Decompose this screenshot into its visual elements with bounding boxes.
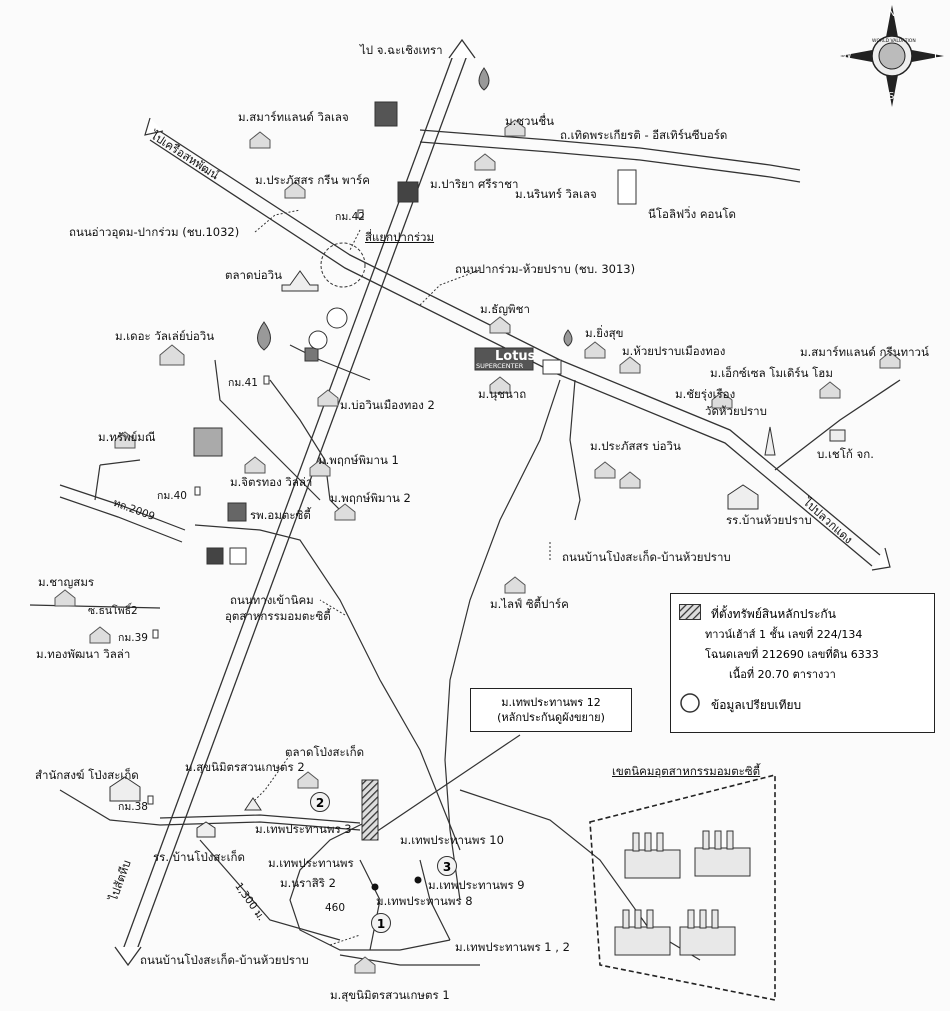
compass-n: N <box>888 8 896 19</box>
label-wat-huai-prap: วัดห้วยปราบ <box>705 404 767 418</box>
label-km41: กม.41 <box>228 377 258 389</box>
label-chuan-chun: ม.ชวนชื่น <box>505 114 555 128</box>
label-prakassorn-green-park: ม.ประภัสสร กรีน พาร์ค <box>255 173 370 187</box>
label-pak-ruam-huai-road: ถนนปากร่วม-ห้วยปราบ (ชบ. 3013) <box>455 262 636 276</box>
label-smart-land-village: ม.สมาร์ทแลนด์ วิลเลจ <box>238 110 349 124</box>
label-industrial-road-2: อุตสาหกรรมอมตะซิตี้ <box>225 609 331 623</box>
label-thep-10: ม.เทพประทานพร 10 <box>400 833 504 847</box>
label-thep-generic: ม.เทพประทานพร <box>268 856 354 870</box>
subject-swatch-icon <box>679 604 701 620</box>
label-thep-9: ม.เทพประทานพร 9 <box>428 878 525 892</box>
label-km42: กม.42 <box>335 211 365 223</box>
legend-line-1: ทาวน์เฮ้าส์ 1 ชั้น เลขที่ 224/134 <box>705 628 863 641</box>
label-pong-huai-road-bottom: ถนนบ้านโป่งสะเก็ด-บ้านห้วยปราบ <box>140 953 309 967</box>
label-soi-thanphoti: ซ.ธนโพธิ์2 <box>88 605 138 617</box>
comparable-marker: 1 <box>371 913 391 933</box>
label-the-valley: ม.เดอะ วัลเล่ย์บ่อวิน <box>115 329 215 343</box>
label-pong-school: รร. บ้านโป่งสะเก็ด <box>153 850 245 864</box>
subject-callout: ม.เทพประทานพร 12 (หลักประกันดูผังขยาย) <box>470 688 632 732</box>
legend-line-2: โฉนดเลขที่ 212690 เลขที่ดิน 6333 <box>705 648 879 661</box>
label-chaiko: บ.เชโก้ จก. <box>817 447 874 461</box>
label-yingsuk: ม.ยิ่งสุข <box>585 326 624 340</box>
callout-line-2: (หลักประกันดูผังขยาย) <box>497 711 605 724</box>
legend-compare: ข้อมูลเปรียบเทียบ <box>711 698 802 712</box>
label-neo-living: นีโอลิฟวิ่ง คอนโด <box>648 207 736 221</box>
compass-rose: N S W E WORLD VALUATION <box>838 3 946 109</box>
label-bo-win-mueang-thong-2: ม.บ่อวินเมืองทอง 2 <box>340 398 435 412</box>
label-subsin: ม.ทรัพย์มณี <box>98 430 156 444</box>
legend-line-3: เนื้อที่ 20.70 ตารางวา <box>729 668 836 681</box>
compass-logo-text: WORLD VALUATION <box>872 39 916 44</box>
label-km38: กม.38 <box>118 801 148 813</box>
label-pak-ruam-junction: สี่แยกปากร่วม <box>365 230 435 244</box>
label-huai-prap-mueang-thong: ม.ห้วยปราบเมืองทอง <box>622 344 726 358</box>
label-chittrathong: ม.จิตรทอง วิลล่า <box>230 475 313 489</box>
label-ao-udom-road: ถนนอ่าวอุดม-ปากร่วม (ชบ.1032) <box>69 225 240 239</box>
label-life-city-park: ม.ไลฟ์ ซิตี้ปาร์ค <box>490 597 569 611</box>
label-chalerm-road: ถ.เทิดพระเกียรติ - อีสเทิร์นซีบอร์ด <box>560 128 728 142</box>
label-amata-hospital: รพ.อมตะซิตี้ <box>250 508 311 522</box>
label-pruksa-2: ม.พฤกษ์พิมาน 2 <box>330 491 411 505</box>
label-thong-phatthana: ม.ทองพัฒนา วิลล่า <box>36 647 131 661</box>
label-nuchanat: ม.นุชนาถ <box>478 387 527 401</box>
comparable-circle-icon <box>680 693 700 713</box>
label-lotus-sub: SUPERCENTER <box>476 362 524 370</box>
legend-title: ที่ตั้งทรัพย์สินหลักประกัน <box>711 607 836 621</box>
label-bo-win-market: ตลาดบ่อวิน <box>225 268 282 282</box>
label-thep-3: ม.เทพประทานพร 3 <box>255 822 352 836</box>
label-prakassorn-bo-win: ม.ประภัสสร บ่อวิน <box>590 439 681 453</box>
label-huai-prap-school: รร.บ้านห้วยปราบ <box>726 513 812 527</box>
label-km40: กม.40 <box>157 490 187 502</box>
label-pong-huai-road: ถนนบ้านโป่งสะเก็ด-บ้านห้วยปราบ <box>562 550 731 564</box>
label-chanasom: ม.ชาญสมร <box>38 575 95 589</box>
label-to-chachoengsao: ไป จ.ฉะเชิงเทรา <box>360 43 443 57</box>
label-suk-nimit-2: ม.สุขนิมิตรสวนเกษตร 2 <box>185 760 305 774</box>
label-pong-market: ตลาดโป่งสะเก็ด <box>285 745 365 759</box>
compass-icon <box>840 5 944 107</box>
label-excel-modern-home: ม.เอ็กซ์เซล โมเดิร์น โฮม <box>710 366 833 380</box>
label-suk-nimit-1: ม.สุขนิมิตรสวนเกษตร 1 <box>330 988 450 1002</box>
label-thanya-pisha: ม.ธัญพิชา <box>480 302 530 316</box>
compass-w: W <box>842 50 852 61</box>
label-chai-rung-rueang: ม.ชัยรุ่งเรือง <box>675 387 736 401</box>
callout-line-1: ม.เทพประทานพร 12 <box>501 696 601 709</box>
compass-s: S <box>888 91 895 102</box>
comparable-marker: 2 <box>310 792 330 812</box>
label-pruksa-1: ม.พฤกษ์พิมาน 1 <box>318 453 399 467</box>
label-dist-460: 460 <box>325 902 346 914</box>
label-thep-8: ม.เทพประทานพร 8 <box>376 894 473 908</box>
comparable-marker: 3 <box>437 856 457 876</box>
label-smart-land-green-town: ม.สมาร์ทแลนด์ กรีนทาวน์ <box>800 345 929 359</box>
label-narin: ม.นรินทร์ วิลเลจ <box>515 187 597 201</box>
legend-box: ที่ตั้งทรัพย์สินหลักประกัน ทาวน์เฮ้าส์ 1… <box>670 593 935 733</box>
label-km39: กม.39 <box>118 632 148 644</box>
compass-e: E <box>934 50 941 61</box>
label-industrial-road-1: ถนนทางเข้านิคม <box>230 593 314 607</box>
label-amata-zone: เขตนิคมอุตสาหกรรมอมตะซิตี้ <box>612 764 761 778</box>
label-pariya: ม.ปาริยา ศรีราชา <box>430 177 519 191</box>
label-pong-monk-office: สำนักสงฆ์ โป่งสะเก็ด <box>35 768 139 782</box>
label-lotus: Lotus <box>495 349 536 364</box>
label-thep-1-2: ม.เทพประทานพร 1 , 2 <box>455 940 570 954</box>
label-narasiri-2: ม.นราสิริ 2 <box>280 876 336 890</box>
